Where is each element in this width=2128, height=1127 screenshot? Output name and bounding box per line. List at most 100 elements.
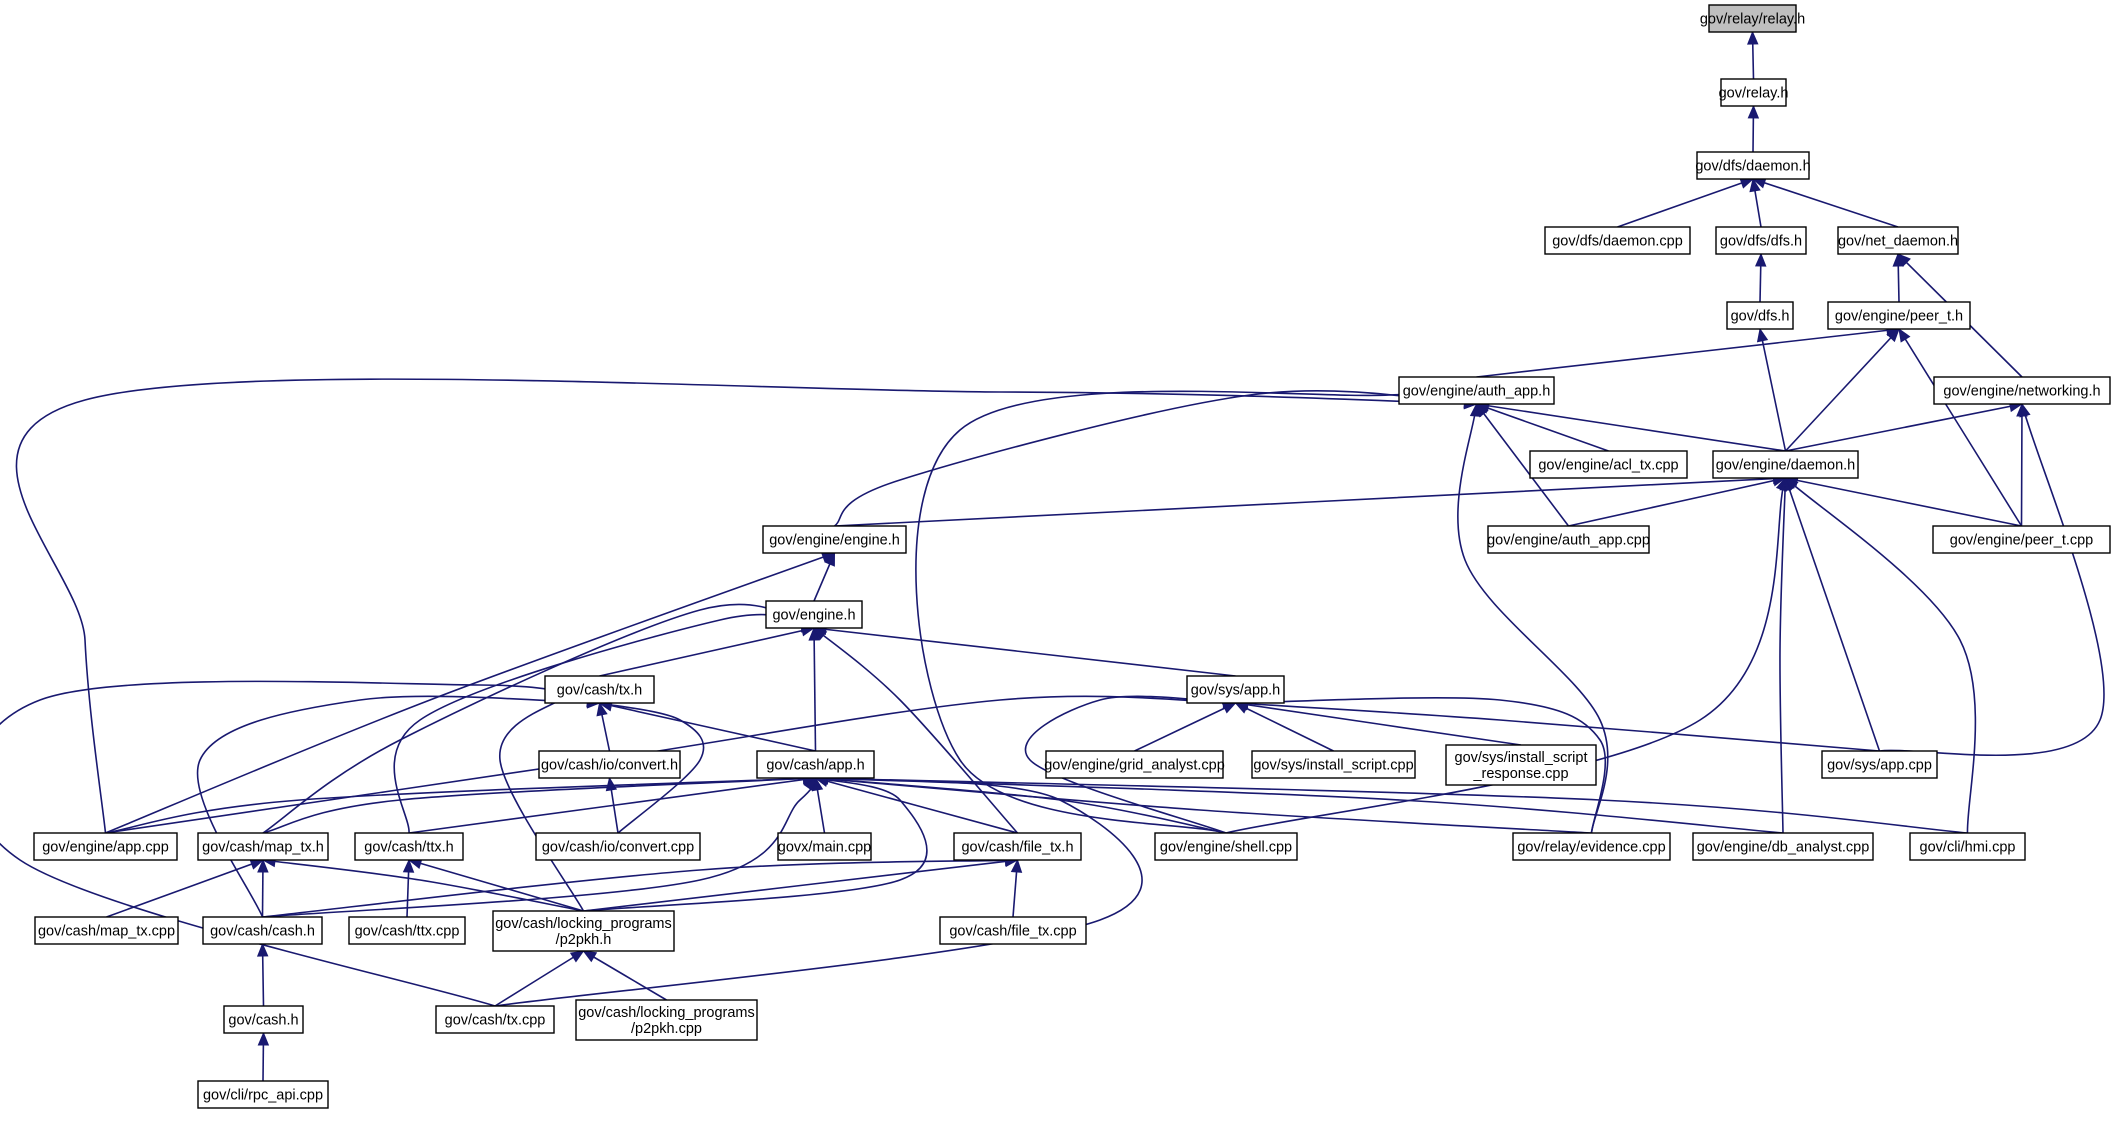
- node-box[interactable]: [1696, 151, 1810, 180]
- node-box[interactable]: [202, 916, 323, 945]
- node-box[interactable]: [1726, 301, 1794, 330]
- graph-node[interactable]: gov/dfs.h: [1726, 301, 1794, 330]
- node-box[interactable]: [765, 600, 863, 629]
- graph-node[interactable]: gov/cash.h: [223, 1005, 304, 1034]
- graph-node[interactable]: gov/cash/map_tx.cpp: [34, 916, 179, 945]
- node-box[interactable]: [34, 916, 179, 945]
- node-box[interactable]: [1712, 450, 1859, 479]
- graph-node[interactable]: gov/engine.h: [765, 600, 863, 629]
- graph-node[interactable]: gov/engine/db_analyst.cpp: [1692, 832, 1874, 861]
- dependency-edge: [262, 859, 1018, 918]
- graph-node[interactable]: gov/cash/locking_programs/p2pkh.h: [492, 910, 675, 952]
- graph-node[interactable]: gov/engine/auth_app.h: [1398, 376, 1555, 405]
- graph-node[interactable]: gov/sys/app.cpp: [1821, 750, 1938, 779]
- node-box[interactable]: [756, 750, 875, 779]
- node-box[interactable]: [492, 910, 675, 952]
- arrow-head-icon: [1754, 252, 1767, 267]
- graph-node[interactable]: gov/relay/relay.h: [1700, 4, 1805, 33]
- node-label: gov/net_daemon.h: [1838, 234, 1958, 250]
- graph-node[interactable]: gov/cash/io/convert.h: [538, 750, 681, 779]
- node-label: gov/engine/peer_t.cpp: [1950, 533, 2094, 549]
- dependency-edge: [1759, 328, 1787, 452]
- graph-node[interactable]: gov/sys/install_script.cpp: [1251, 750, 1416, 779]
- graph-node[interactable]: gov/cash/locking_programs/p2pkh.cpp: [575, 999, 758, 1041]
- node-box[interactable]: [1692, 832, 1874, 861]
- node-box[interactable]: [1512, 832, 1671, 861]
- graph-node[interactable]: gov/cash/tx.cpp: [435, 1005, 555, 1034]
- node-box[interactable]: [544, 675, 655, 704]
- graph-node[interactable]: gov/sys/install_script_response.cpp: [1445, 744, 1597, 786]
- node-box[interactable]: [1932, 525, 2111, 554]
- node-box[interactable]: [1544, 226, 1691, 255]
- graph-node[interactable]: gov/dfs/daemon.h: [1695, 151, 1811, 180]
- node-label: gov/cash/tx.cpp: [445, 1013, 546, 1029]
- graph-node[interactable]: gov/engine/app.cpp: [33, 832, 178, 861]
- graph-node[interactable]: gov/engine/peer_t.h: [1827, 301, 1971, 330]
- node-box[interactable]: [1933, 376, 2111, 405]
- node-box[interactable]: [33, 832, 178, 861]
- node-box[interactable]: [953, 832, 1082, 861]
- node-box[interactable]: [1821, 750, 1938, 779]
- graph-node[interactable]: gov/dfs/daemon.cpp: [1544, 226, 1691, 255]
- arrow-head-icon: [402, 858, 415, 873]
- graph-node[interactable]: gov/engine/peer_t.cpp: [1932, 525, 2111, 554]
- graph-node[interactable]: gov/engine/engine.h: [762, 525, 907, 554]
- node-label: gov/engine/acl_tx.cpp: [1538, 458, 1678, 474]
- node-box[interactable]: [1837, 226, 1959, 255]
- node-box[interactable]: [1715, 226, 1807, 255]
- node-box[interactable]: [354, 832, 464, 861]
- graph-node[interactable]: gov/cash/io/convert.cpp: [535, 832, 701, 861]
- node-box[interactable]: [1529, 450, 1688, 479]
- graph-node[interactable]: gov/cli/rpc_api.cpp: [197, 1080, 329, 1109]
- node-box[interactable]: [223, 1005, 304, 1034]
- node-box[interactable]: [1487, 525, 1650, 554]
- graph-node[interactable]: gov/engine/shell.cpp: [1154, 832, 1298, 861]
- graph-node[interactable]: gov/engine/networking.h: [1933, 376, 2111, 405]
- dependency-edge: [599, 702, 816, 752]
- node-box[interactable]: [1720, 78, 1787, 107]
- dependency-edge: [1785, 477, 2022, 527]
- node-box[interactable]: [762, 525, 907, 554]
- graph-node[interactable]: gov/cli/hmi.cpp: [1909, 832, 2026, 861]
- node-box[interactable]: [1445, 744, 1597, 786]
- node-box[interactable]: [575, 999, 758, 1041]
- graph-node[interactable]: gov/sys/app.h: [1186, 675, 1285, 704]
- node-label: gov/dfs/daemon.h: [1695, 159, 1810, 175]
- node-box[interactable]: [1154, 832, 1298, 861]
- graph-node[interactable]: gov/engine/daemon.h: [1712, 450, 1859, 479]
- node-label: gov/cash/file_tx.h: [961, 840, 1073, 856]
- node-box[interactable]: [348, 916, 466, 945]
- node-box[interactable]: [435, 1005, 555, 1034]
- node-box[interactable]: [1045, 750, 1224, 779]
- graph-node[interactable]: gov/cash/cash.h: [202, 916, 323, 945]
- node-box[interactable]: [777, 832, 872, 861]
- node-box[interactable]: [1251, 750, 1416, 779]
- graph-node[interactable]: gov/net_daemon.h: [1837, 226, 1959, 255]
- graph-node[interactable]: govx/main.cpp: [777, 832, 872, 861]
- graph-node[interactable]: gov/engine/acl_tx.cpp: [1529, 450, 1688, 479]
- node-box[interactable]: [1186, 675, 1285, 704]
- graph-node[interactable]: gov/cash/app.h: [756, 750, 875, 779]
- node-box[interactable]: [197, 832, 329, 861]
- node-box[interactable]: [939, 916, 1087, 945]
- graph-node[interactable]: gov/dfs/dfs.h: [1715, 226, 1807, 255]
- node-box[interactable]: [197, 1080, 329, 1109]
- dependency-edge: [599, 702, 705, 834]
- graph-node[interactable]: gov/cash/file_tx.h: [953, 832, 1082, 861]
- node-box[interactable]: [535, 832, 701, 861]
- graph-node[interactable]: gov/engine/grid_analyst.cpp: [1044, 750, 1225, 779]
- node-box[interactable]: [538, 750, 681, 779]
- graph-node[interactable]: gov/relay/evidence.cpp: [1512, 832, 1671, 861]
- node-box[interactable]: [1827, 301, 1971, 330]
- node-label: gov/cash/locking_programs: [495, 916, 672, 932]
- graph-node[interactable]: gov/engine/auth_app.cpp: [1487, 525, 1650, 554]
- graph-node[interactable]: gov/cash/ttx.h: [354, 832, 464, 861]
- root-node-box[interactable]: [1708, 4, 1797, 33]
- node-box[interactable]: [1398, 376, 1555, 405]
- graph-node[interactable]: gov/relay.h: [1719, 78, 1789, 107]
- graph-node[interactable]: gov/cash/map_tx.h: [197, 832, 329, 861]
- node-box[interactable]: [1909, 832, 2026, 861]
- graph-node[interactable]: gov/cash/file_tx.cpp: [939, 916, 1087, 945]
- graph-node[interactable]: gov/cash/tx.h: [544, 675, 655, 704]
- graph-node[interactable]: gov/cash/ttx.cpp: [348, 916, 466, 945]
